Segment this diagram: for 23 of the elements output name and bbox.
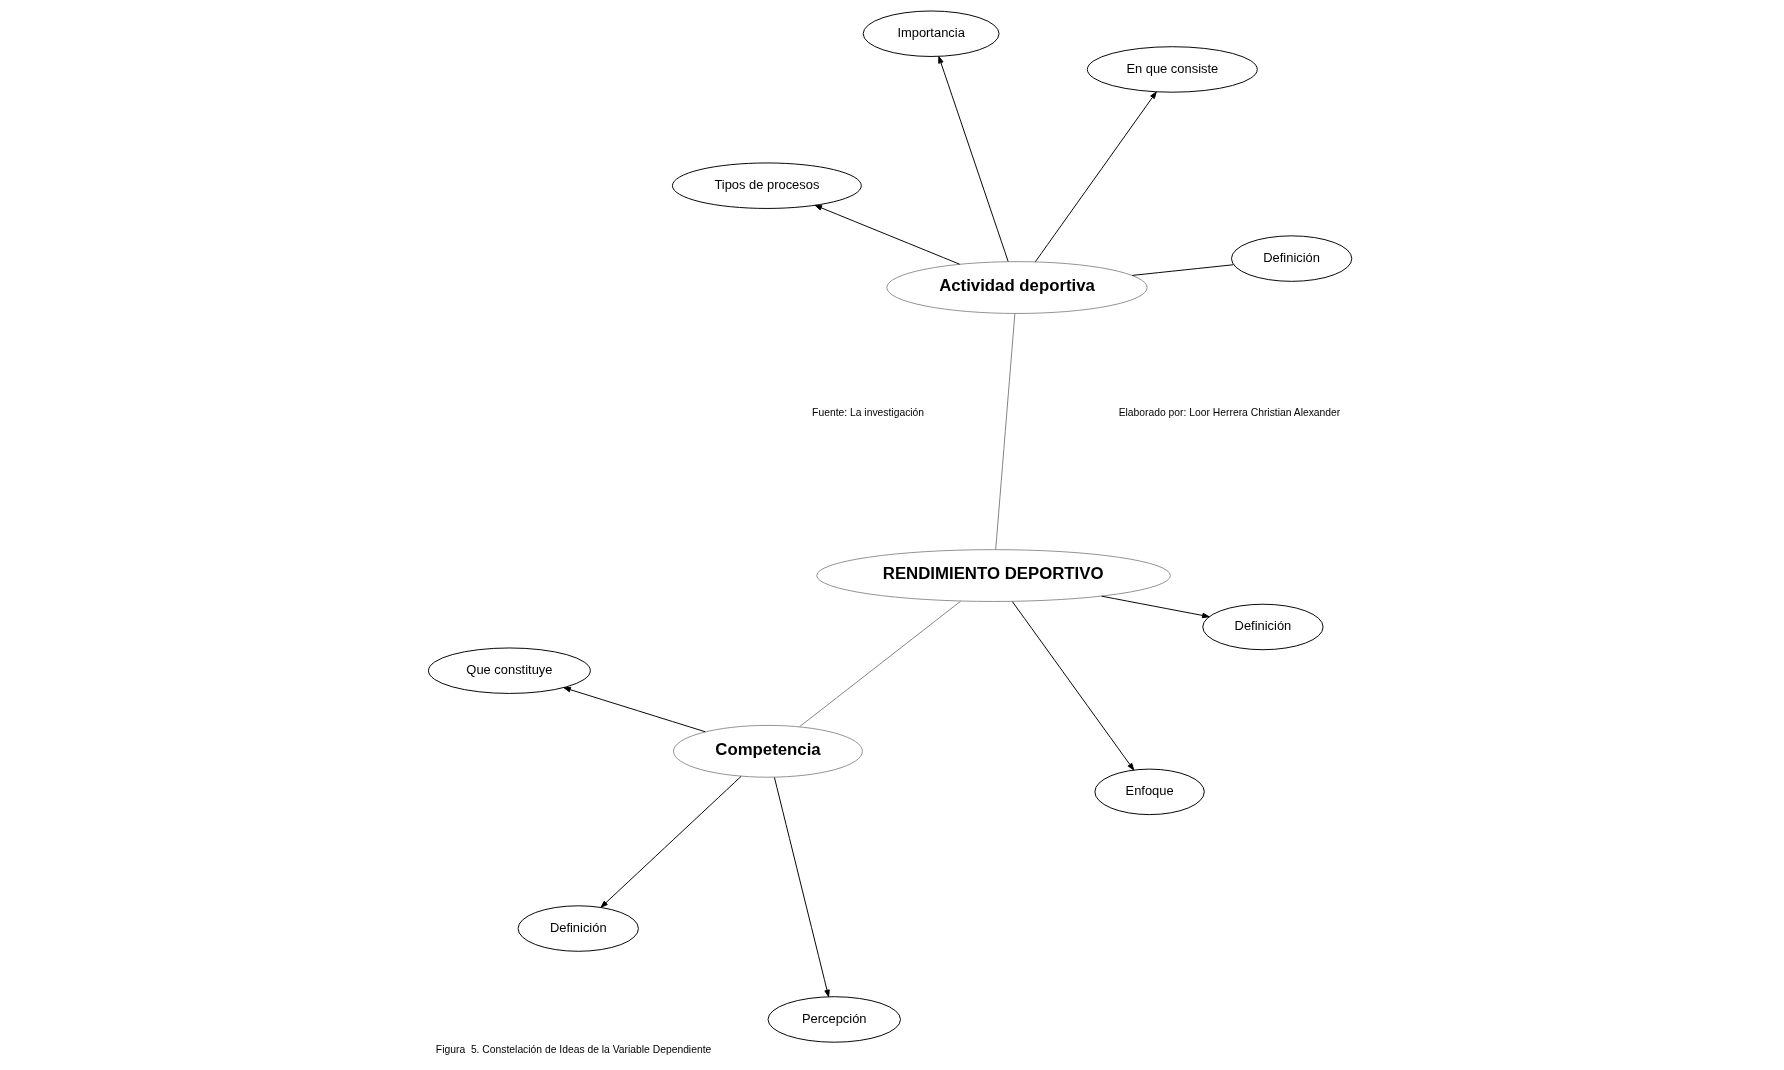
arrow [563,686,706,733]
label: Fuente: La investigación [812,407,925,419]
node-ellipse: Actividad deportiva [886,261,1148,314]
arrow [1101,595,1210,619]
caption: Figura 5. Constelación de Ideas de la Variable Dependiente [435,1044,712,1056]
arrow [938,56,1009,262]
arrow [1011,601,1135,771]
node-ellipse: Competencia [673,724,863,778]
node-ellipse: En que consiste [1086,46,1258,93]
arrow [1034,91,1157,263]
arrow [814,204,961,265]
node-ellipse: Definición [517,905,639,952]
node-ellipse: Percepción [767,996,901,1043]
node-ellipse: Definición [1230,235,1353,282]
arrow [773,777,830,998]
node-ellipse: Importancia [862,10,1000,57]
connector [799,600,961,728]
arrow [600,775,742,908]
connector [995,313,1016,550]
connector [1131,264,1234,276]
node-ellipse: Enfoque [1094,768,1205,816]
node-ellipse: RENDIMIENTO DEPORTIVO [816,549,1171,602]
label: Elaborado por: Loor Herrera Christian Alexander [1118,407,1341,419]
